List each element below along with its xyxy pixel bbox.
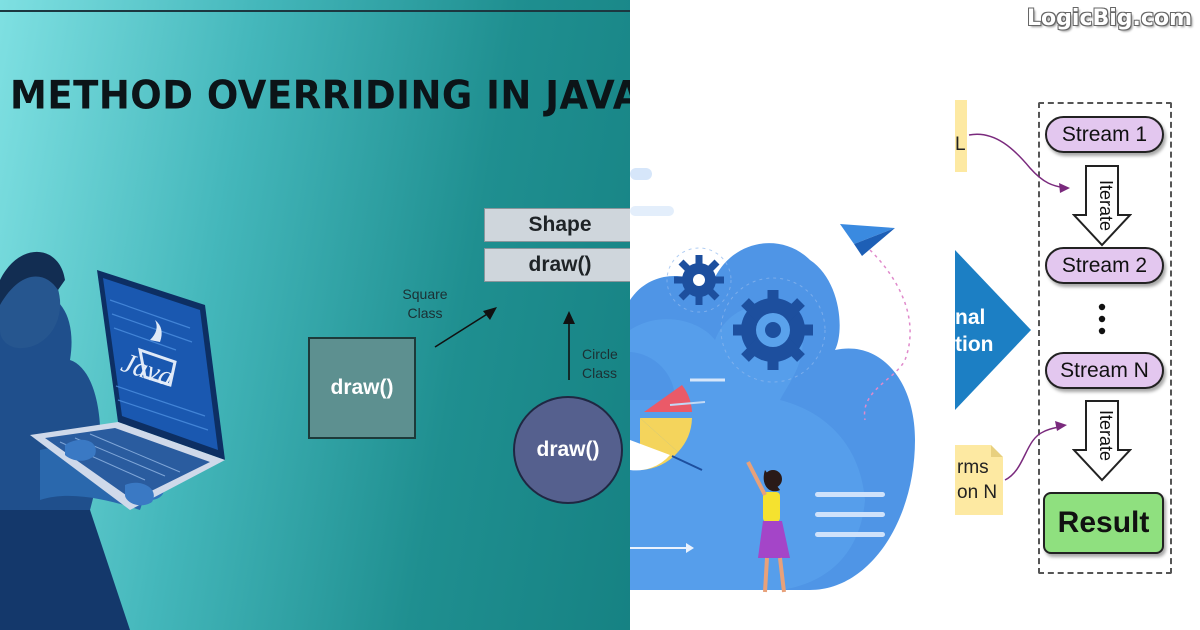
- circle-class-shape: draw(): [513, 396, 623, 504]
- circle-draw-method: draw(): [536, 438, 600, 461]
- blue-arrow-label-line1: nal: [955, 306, 986, 329]
- small-gear-icon: [674, 255, 724, 305]
- vertical-ellipsis-icon: [1098, 303, 1106, 335]
- cloud-illustration-panel: [630, 0, 955, 630]
- iterate-arrow-1: [1072, 165, 1132, 247]
- logicbig-logo[interactable]: LogicBig.com: [1027, 6, 1192, 31]
- bottom-note-text: rms on N: [957, 455, 997, 505]
- cloud-bars: [815, 492, 885, 537]
- bottom-note-card: [955, 445, 1003, 515]
- large-gear-icon: [733, 290, 813, 370]
- developer-laptop-illustration: Java: [0, 251, 225, 630]
- stream-n-node: Stream N: [1045, 352, 1164, 389]
- blue-arrow-label-line2: tion: [955, 333, 994, 356]
- blue-arrow-shape: [955, 250, 1031, 410]
- iterate-label-1: Iterate: [1096, 180, 1116, 232]
- java-overriding-panel: METHOD OVERRIDING IN JAVA Java: [0, 0, 630, 630]
- stream-pipeline-container: [1038, 102, 1172, 574]
- square-label-line2: Class: [407, 305, 443, 321]
- shape-draw-method: draw(): [484, 248, 630, 282]
- blue-arrow-label: nal tion: [955, 304, 993, 358]
- top-note-text: L: [955, 134, 966, 155]
- circle-arrow-head: [563, 311, 575, 324]
- square-class-label: Square Class: [390, 285, 460, 323]
- square-class-box: draw(): [308, 337, 416, 439]
- iterate-label-2: Iterate: [1096, 410, 1116, 462]
- stream-2-node: Stream 2: [1045, 247, 1164, 284]
- woman-figure-illustration: [746, 461, 790, 593]
- inheritance-arrows: [434, 307, 575, 380]
- shape-class-name: Shape: [484, 208, 630, 242]
- circle-class-label: Circle Class: [582, 345, 630, 383]
- circle-label-line1: Circle: [582, 346, 618, 362]
- cloud-computing-illustration: [630, 168, 915, 593]
- top-note-card: [955, 100, 967, 172]
- bottom-note-line1: rms: [957, 457, 989, 478]
- iterate-arrow-2: [1072, 400, 1132, 482]
- square-arrow-head: [483, 307, 497, 320]
- stream-1-node: Stream 1: [1045, 116, 1164, 153]
- stream-flow-panel: LogicBig.com L nal tion rms on N Stream …: [955, 0, 1200, 630]
- circle-label-line2: Class: [582, 365, 618, 381]
- top-divider-line: [0, 10, 630, 12]
- connector-curves: [968, 133, 1070, 481]
- pie-chart-icon: [630, 352, 692, 471]
- bottom-note-line2: on N: [957, 482, 998, 503]
- square-label-line1: Square: [402, 286, 448, 302]
- paper-plane-icon: [840, 224, 895, 256]
- square-draw-method: draw(): [330, 376, 394, 399]
- panel-title: METHOD OVERRIDING IN JAVA: [10, 72, 630, 119]
- result-node: Result: [1043, 492, 1164, 554]
